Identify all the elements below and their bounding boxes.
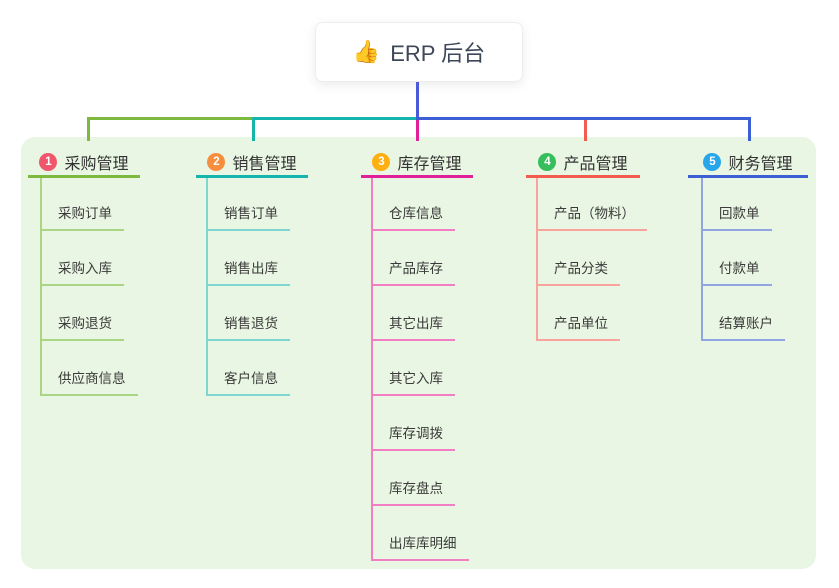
connector-drop-branch-1 bbox=[87, 117, 90, 141]
branch-label: 财务管理 bbox=[728, 155, 793, 173]
fishbone-line bbox=[40, 178, 42, 396]
root-title: ERP 后台 bbox=[390, 41, 486, 66]
connector-bus-segment-2 bbox=[252, 117, 418, 120]
branch-item[interactable]: 产品（物料） bbox=[536, 206, 647, 231]
branch-title-sales[interactable]: 2 销售管理 bbox=[196, 148, 308, 178]
fishbone-line bbox=[371, 178, 373, 561]
branch-title-purchase[interactable]: 1 采购管理 bbox=[28, 148, 140, 178]
branch-title-product[interactable]: 4 产品管理 bbox=[526, 148, 640, 178]
branch-item[interactable]: 其它出库 bbox=[371, 316, 455, 341]
branch-title-inventory[interactable]: 3 库存管理 bbox=[361, 148, 473, 178]
connector-drop-branch-5 bbox=[748, 117, 751, 141]
branch-item[interactable]: 销售订单 bbox=[206, 206, 290, 231]
branch-badge: 3 bbox=[372, 152, 391, 171]
connector-bus-segment-3 bbox=[416, 117, 751, 120]
branch-item[interactable]: 销售退货 bbox=[206, 316, 290, 341]
branch-item[interactable]: 采购订单 bbox=[40, 206, 124, 231]
branch-item[interactable]: 采购退货 bbox=[40, 316, 124, 341]
branch-item[interactable]: 销售出库 bbox=[206, 261, 290, 286]
root-node[interactable]: 👍 ERP 后台 bbox=[315, 22, 523, 82]
fishbone-line bbox=[701, 178, 703, 341]
branch-badge: 1 bbox=[39, 152, 58, 171]
branch-item[interactable]: 采购入库 bbox=[40, 261, 124, 286]
branch-label: 库存管理 bbox=[397, 155, 462, 173]
fishbone-line bbox=[206, 178, 208, 396]
branch-item[interactable]: 回款单 bbox=[701, 206, 772, 231]
connector-drop-branch-4 bbox=[584, 120, 587, 141]
connector-root-vertical bbox=[416, 82, 419, 118]
fishbone-line bbox=[536, 178, 538, 341]
branch-label: 采购管理 bbox=[64, 155, 129, 173]
branch-item[interactable]: 付款单 bbox=[701, 261, 772, 286]
branch-label: 销售管理 bbox=[232, 155, 297, 173]
branch-badge: 4 bbox=[538, 152, 557, 171]
branch-item[interactable]: 供应商信息 bbox=[40, 371, 138, 396]
branch-item[interactable]: 产品分类 bbox=[536, 261, 620, 286]
branch-item[interactable]: 产品库存 bbox=[371, 261, 455, 286]
branch-item[interactable]: 出库库明细 bbox=[371, 536, 469, 561]
branch-item[interactable]: 其它入库 bbox=[371, 371, 455, 396]
connector-bus-segment-1 bbox=[87, 117, 254, 120]
branch-badge: 5 bbox=[703, 152, 722, 171]
branch-item[interactable]: 库存盘点 bbox=[371, 481, 455, 506]
branch-item[interactable]: 库存调拨 bbox=[371, 426, 455, 451]
branch-badge: 2 bbox=[207, 152, 226, 171]
branch-item[interactable]: 产品单位 bbox=[536, 316, 620, 341]
connector-drop-branch-2 bbox=[252, 117, 255, 141]
branch-panel bbox=[21, 137, 816, 569]
branch-item[interactable]: 结算账户 bbox=[701, 316, 785, 341]
thumbs-up-icon: 👍 bbox=[352, 39, 381, 64]
branch-label: 产品管理 bbox=[563, 155, 628, 173]
branch-item[interactable]: 仓库信息 bbox=[371, 206, 455, 231]
branch-item[interactable]: 客户信息 bbox=[206, 371, 290, 396]
branch-title-finance[interactable]: 5 财务管理 bbox=[688, 148, 808, 178]
connector-drop-branch-3 bbox=[416, 120, 419, 141]
